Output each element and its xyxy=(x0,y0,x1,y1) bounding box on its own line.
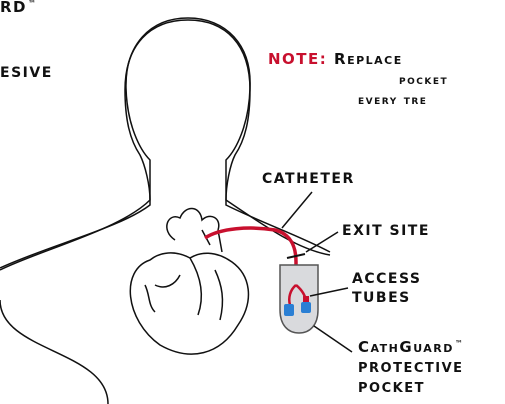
catheter-leader xyxy=(282,192,312,228)
cathguard-brand-label: CathGuard™ xyxy=(358,340,463,355)
pocket-leader xyxy=(314,326,352,352)
adhesive-label-partial: ESIVE xyxy=(0,66,53,80)
note-text: NOTE: Replace xyxy=(268,52,403,67)
protective-pocket xyxy=(280,265,318,333)
catheter-label: CATHETER xyxy=(262,172,355,186)
pocket-label: POCKET xyxy=(358,382,425,395)
brand-label-partial: RD™ xyxy=(0,0,36,15)
exit-site-label: EXIT SITE xyxy=(342,224,430,238)
access-tubes-label-2: TUBES xyxy=(352,291,411,305)
note-keyword: NOTE: xyxy=(268,50,327,68)
protective-label: PROTECTIVE xyxy=(358,362,464,375)
note-line-3: every tre xyxy=(358,94,427,107)
access-tubes-label-1: ACCESS xyxy=(352,272,421,286)
note-line-2: pocket xyxy=(399,74,448,87)
